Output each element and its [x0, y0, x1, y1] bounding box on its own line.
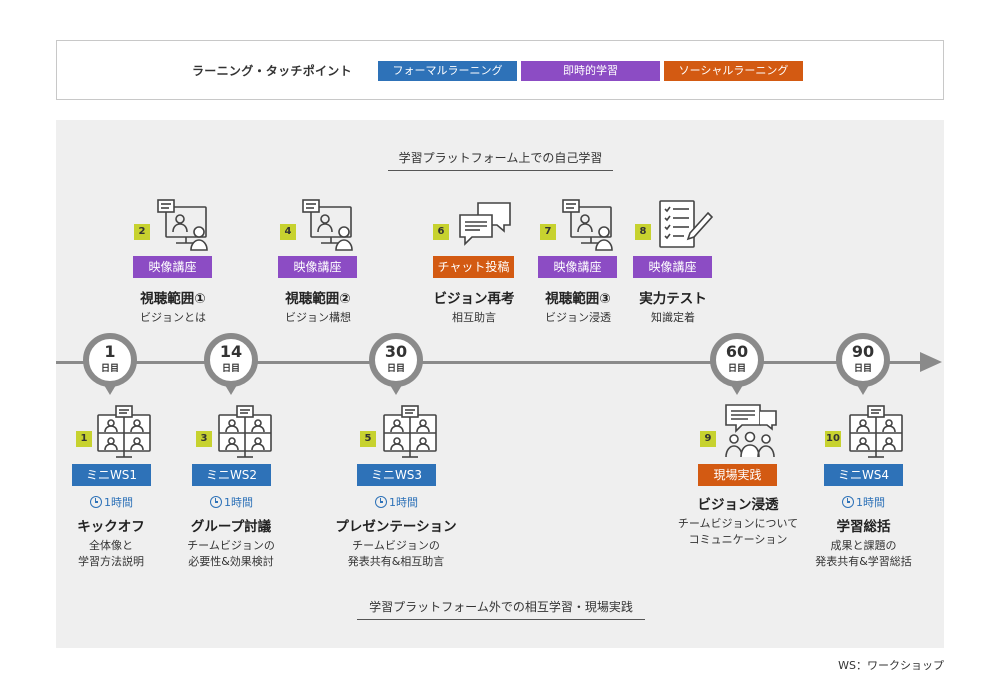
tag-video-lecture: 映像講座 [278, 256, 357, 278]
item-number-badge: 9 [700, 431, 716, 447]
section-heading-bottom: 学習プラットフォーム外での相互学習・現場実践 [357, 598, 645, 620]
team-discussion-icon [720, 403, 780, 459]
legend-title: ラーニング・タッチポイント [192, 64, 352, 78]
legend-tag-immediate: 即時的学習 [521, 61, 660, 81]
legend-tag-social: ソーシャルラーニング [664, 61, 803, 81]
duration-label: 1時間 [192, 494, 271, 510]
item-title: ビジョン再考 [433, 291, 515, 307]
timeline-line [56, 361, 926, 364]
video-lecture-icon [301, 199, 357, 251]
item-subtitle-line1: 成果と課題の [830, 539, 897, 552]
item-subtitle-line2: 学習方法説明 [78, 555, 144, 568]
item-subtitle-line2: 必要性&効果検討 [188, 555, 274, 568]
clock-icon [842, 496, 854, 508]
item-number-badge: 1 [76, 431, 92, 447]
item-title: グループ討議 [190, 519, 272, 535]
tag-chat-post: チャット投稿 [433, 256, 514, 278]
footnote: WS：ワークショップ [838, 659, 944, 672]
chat-bubbles-icon [458, 201, 514, 249]
item-subtitle: 相互助言 [452, 311, 496, 324]
online-meeting-icon [215, 405, 275, 459]
item-number-badge: 4 [280, 224, 296, 240]
clock-icon [210, 496, 222, 508]
item-number-badge: 2 [134, 224, 150, 240]
item-subtitle: ビジョン浸透 [545, 311, 611, 324]
item-title: 学習総括 [836, 519, 891, 535]
item-number-badge: 6 [433, 224, 449, 240]
tag-video-lecture: 映像講座 [538, 256, 617, 278]
section-heading-top: 学習プラットフォーム上での自己学習 [388, 149, 613, 171]
item-number-badge: 3 [196, 431, 212, 447]
item-title: 視聴範囲② [285, 291, 351, 307]
item-subtitle: ビジョン構想 [285, 311, 351, 324]
item-title: 視聴範囲① [140, 291, 206, 307]
tag-video-lecture: 映像講座 [133, 256, 212, 278]
item-number-badge: 5 [360, 431, 376, 447]
online-meeting-icon [94, 405, 154, 459]
item-title: キックオフ [77, 519, 145, 535]
timeline-arrow-icon [920, 352, 942, 372]
item-subtitle-line2: コミュニケーション [688, 533, 788, 546]
clock-icon [90, 496, 102, 508]
item-subtitle-line2: 発表共有&学習総括 [815, 555, 912, 568]
video-lecture-icon [561, 199, 617, 251]
duration-label: 1時間 [72, 494, 151, 510]
tag-video-lecture: 映像講座 [633, 256, 712, 278]
item-title: 視聴範囲③ [545, 291, 611, 307]
duration-label: 1時間 [824, 494, 903, 510]
tag-field-practice: 現場実践 [698, 464, 777, 486]
tag-mini-ws: ミニWS2 [192, 464, 271, 486]
item-subtitle: 知識定着 [651, 311, 695, 324]
item-number-badge: 7 [540, 224, 556, 240]
online-meeting-icon [380, 405, 440, 459]
item-subtitle-line1: 全体像と [89, 539, 133, 552]
item-title: プレゼンテーション [335, 519, 457, 535]
tag-mini-ws: ミニWS4 [824, 464, 903, 486]
item-title: 実力テスト [639, 291, 707, 307]
item-subtitle-line2: 発表共有&相互助言 [347, 555, 445, 568]
tag-mini-ws: ミニWS1 [72, 464, 151, 486]
item-subtitle-line1: チームビジョンについて [677, 517, 799, 530]
video-lecture-icon [156, 199, 212, 251]
checklist-test-icon [658, 199, 714, 251]
item-number-badge: 8 [635, 224, 651, 240]
tag-mini-ws: ミニWS3 [357, 464, 436, 486]
online-meeting-icon [846, 405, 906, 459]
item-subtitle-line1: チームビジョンの [187, 539, 275, 552]
item-subtitle-line1: チームビジョンの [352, 539, 440, 552]
item-subtitle: ビジョンとは [140, 311, 206, 324]
legend-tag-formal: フォーマルラーニング [378, 61, 517, 81]
item-number-badge: 10 [825, 431, 841, 447]
clock-icon [375, 496, 387, 508]
item-title: ビジョン浸透 [697, 497, 779, 513]
duration-label: 1時間 [357, 494, 436, 510]
